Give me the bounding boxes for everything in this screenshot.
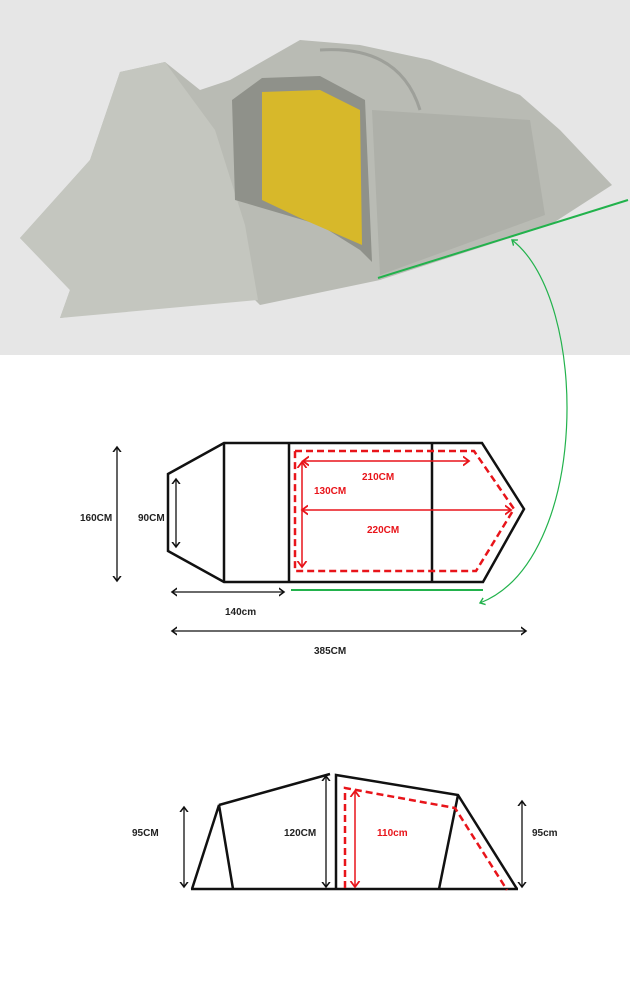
inner-tent-outline — [293, 449, 516, 573]
inner-width-label: 130CM — [314, 486, 346, 497]
front-height-label: 95CM — [132, 828, 159, 839]
width-label: 160CM — [80, 513, 112, 524]
inner-tent-profile — [343, 786, 509, 891]
total-length-label: 385CM — [314, 646, 346, 657]
outer-dimension-arrows — [117, 447, 526, 631]
highlight-line-photo — [377, 199, 629, 279]
floor-plan — [166, 441, 526, 584]
tent-photo — [0, 0, 630, 355]
connector-arrow — [480, 240, 568, 603]
side-view — [190, 772, 519, 891]
inner-full-length-label: 220CM — [367, 525, 399, 536]
peak-height-label: 120CM — [284, 828, 316, 839]
vestibule-length-label: 140cm — [225, 607, 256, 618]
height-arrows — [184, 776, 522, 887]
end-width-label: 90CM — [138, 513, 165, 524]
inner-length-label: 210CM — [362, 472, 394, 483]
inner-height-label: 110cm — [377, 828, 408, 839]
rear-height-label: 95cm — [532, 828, 558, 839]
inner-dimension-arrows — [302, 461, 511, 567]
